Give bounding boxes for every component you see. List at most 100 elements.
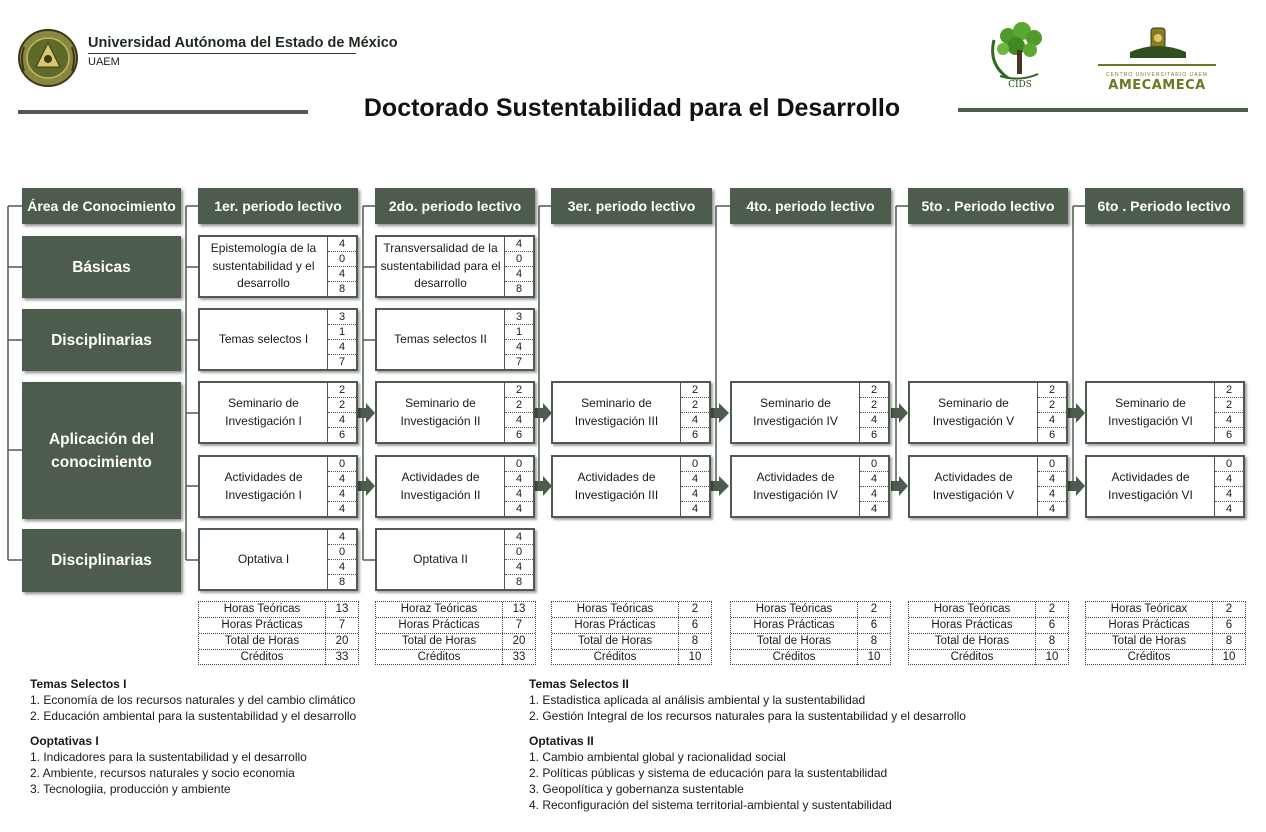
note-heading: Temas Selectos II bbox=[529, 677, 629, 691]
summary-value: 7 bbox=[502, 618, 535, 633]
course-name: Seminario de Investigación III bbox=[574, 396, 659, 428]
summary-label: Créditos bbox=[417, 651, 461, 663]
course-box: Temas selectos I 3 1 4 7 bbox=[198, 308, 358, 371]
note-item: 1. Indicadores para la sustentabilidad y… bbox=[30, 749, 307, 764]
area-aplicacion-conocimiento: Aplicación del conocimiento bbox=[22, 382, 181, 519]
credits: 6 bbox=[515, 428, 523, 441]
summary-label: Horas Prácticas bbox=[753, 619, 835, 631]
hours-total: 4 bbox=[681, 413, 709, 428]
summary-row: Total de Horas 20 bbox=[376, 634, 535, 650]
summary-value: 10 bbox=[1035, 650, 1068, 665]
course-hours: 0 4 4 4 bbox=[1214, 457, 1243, 516]
period-header-4: 4to. periodo lectivo bbox=[730, 188, 891, 224]
summary-label: Total de Horas bbox=[577, 635, 653, 647]
credits: 4 bbox=[691, 502, 699, 515]
summary-value: 33 bbox=[325, 650, 358, 665]
note-item: 1. Estadistica aplicada al análisis ambi… bbox=[529, 693, 866, 708]
course-hours: 2 2 4 6 bbox=[1037, 383, 1066, 442]
course-hours: 2 2 4 6 bbox=[680, 383, 709, 442]
hours-teoricas: 2 bbox=[1038, 383, 1066, 398]
summary-value: 10 bbox=[678, 650, 711, 665]
course-name: Epistemología de la sustentabilidad y el… bbox=[210, 241, 317, 291]
hours-total: 4 bbox=[328, 340, 356, 355]
summary-row: Horas Prácticas 6 bbox=[1086, 618, 1245, 634]
period-header-3: 3er. periodo lectivo bbox=[551, 188, 712, 224]
summary-label: Total de Horas bbox=[401, 635, 477, 647]
university-abbr: UAEM bbox=[88, 56, 120, 68]
hours-teoricas: 4 bbox=[328, 237, 356, 252]
credits: 8 bbox=[515, 282, 523, 295]
area-disciplinarias: Disciplinarias bbox=[22, 309, 181, 371]
summary-value: 2 bbox=[1212, 602, 1245, 617]
course-hours: 0 4 4 4 bbox=[1037, 457, 1066, 516]
summary-value: 13 bbox=[325, 602, 358, 617]
summary-label: Total de Horas bbox=[1111, 635, 1187, 647]
credits: 6 bbox=[1048, 428, 1056, 441]
area-basicas: Básicas bbox=[22, 236, 181, 298]
hours-total: 4 bbox=[681, 487, 709, 502]
course-name: Actividades de Investigación I bbox=[224, 470, 303, 502]
summary-label: Horas Prácticas bbox=[1108, 619, 1190, 631]
hours-practicas: 0 bbox=[328, 545, 356, 560]
course-box: Temas selectos II 3 1 4 7 bbox=[375, 308, 535, 371]
summary-value: 8 bbox=[678, 634, 711, 649]
hours-teoricas: 4 bbox=[505, 530, 533, 545]
summary-label: Total de Horas bbox=[224, 635, 300, 647]
course-box: Actividades de Investigación I 0 4 4 4 bbox=[198, 455, 358, 518]
hours-practicas: 4 bbox=[1038, 472, 1066, 487]
note-spacer bbox=[30, 725, 500, 733]
note-heading: Optativas II bbox=[529, 733, 594, 748]
course-hours: 3 1 4 7 bbox=[327, 310, 356, 369]
credits: 7 bbox=[515, 355, 523, 368]
summary-value: 7 bbox=[325, 618, 358, 633]
hours-teoricas: 2 bbox=[505, 383, 533, 398]
hours-teoricas: 2 bbox=[328, 383, 356, 398]
credits: 4 bbox=[515, 502, 523, 515]
summary-value: 8 bbox=[1212, 634, 1245, 649]
notes-left: Temas Selectos I 1. Economía de los recu… bbox=[30, 676, 500, 797]
summary-value: 20 bbox=[502, 634, 535, 649]
course-name: Seminario de Investigación IV bbox=[753, 396, 838, 428]
page-title: Doctorado Sustentabilidad para el Desarr… bbox=[363, 94, 901, 122]
course-box: Actividades de Investigación V 0 4 4 4 bbox=[908, 455, 1068, 518]
course-box: Seminario de Investigación IV 2 2 4 6 bbox=[730, 381, 890, 444]
summary-row: Total de Horas 8 bbox=[552, 634, 711, 650]
summary-value: 6 bbox=[678, 618, 711, 633]
header-rule-left bbox=[18, 110, 308, 114]
hours-teoricas: 0 bbox=[681, 457, 709, 472]
summary-value: 6 bbox=[1212, 618, 1245, 633]
credits: 7 bbox=[338, 355, 346, 368]
cids-logo-text: CIDS bbox=[1008, 80, 1032, 90]
hours-total: 4 bbox=[328, 267, 356, 282]
summary-label: Créditos bbox=[593, 651, 637, 663]
hours-teoricas: 2 bbox=[860, 383, 888, 398]
hours-practicas: 0 bbox=[505, 545, 533, 560]
summary-value: 33 bbox=[502, 650, 535, 665]
course-hours: 2 2 4 6 bbox=[859, 383, 888, 442]
hours-total: 4 bbox=[505, 340, 533, 355]
hours-total: 4 bbox=[505, 267, 533, 282]
university-underline bbox=[88, 53, 356, 54]
summary-label: Horas Prácticas bbox=[931, 619, 1013, 631]
credits: 6 bbox=[870, 428, 878, 441]
course-name: Seminario de Investigación I bbox=[225, 396, 302, 428]
hours-practicas: 4 bbox=[860, 472, 888, 487]
hours-total: 4 bbox=[328, 560, 356, 575]
summary-value: 13 bbox=[502, 602, 535, 617]
course-name: Temas selectos II bbox=[394, 331, 487, 346]
hours-practicas: 2 bbox=[860, 398, 888, 413]
hours-total: 4 bbox=[328, 413, 356, 428]
hours-practicas: 0 bbox=[328, 252, 356, 267]
